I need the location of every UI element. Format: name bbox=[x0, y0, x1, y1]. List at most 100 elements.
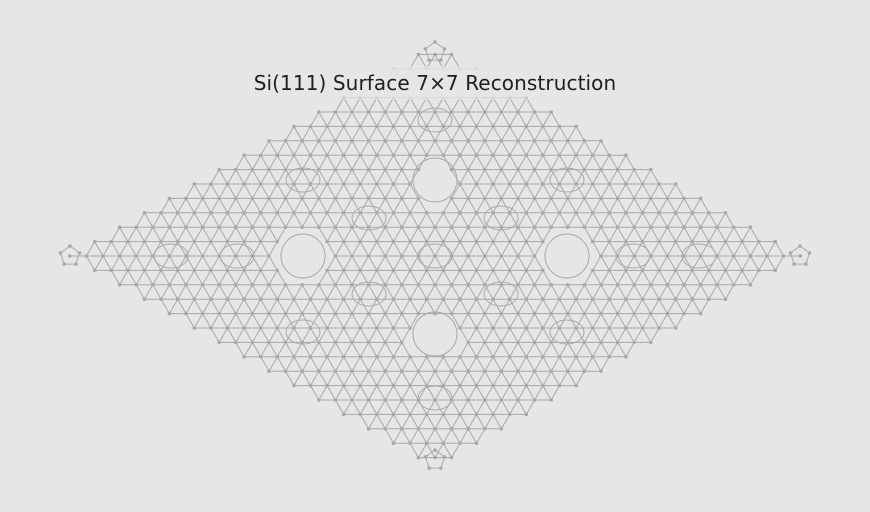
atom-dot bbox=[408, 297, 412, 302]
bond-line bbox=[608, 198, 619, 214]
bond-line bbox=[393, 255, 403, 271]
bond-line bbox=[177, 226, 187, 242]
atom-dot bbox=[400, 225, 404, 229]
bond-line bbox=[476, 270, 486, 286]
atom-dot bbox=[333, 311, 338, 316]
bond-line bbox=[409, 428, 419, 444]
bond-line bbox=[459, 183, 469, 199]
atom-dot bbox=[507, 297, 512, 302]
bond-line bbox=[749, 255, 760, 271]
bond-line bbox=[119, 270, 129, 286]
atom-dot bbox=[416, 398, 421, 402]
bond-line bbox=[451, 126, 461, 142]
bond-line bbox=[260, 212, 270, 228]
atom-dot bbox=[590, 239, 595, 244]
atom-dot bbox=[333, 110, 338, 114]
atom-dot bbox=[400, 369, 404, 374]
bond-line bbox=[467, 97, 477, 113]
atom-dot bbox=[507, 268, 512, 273]
atom-dot bbox=[101, 254, 105, 258]
bond-line bbox=[310, 298, 320, 314]
bond-line bbox=[310, 327, 320, 343]
atom-dot bbox=[723, 239, 728, 244]
bond-line bbox=[451, 414, 461, 430]
bond-line bbox=[318, 298, 328, 314]
bond-line bbox=[160, 198, 170, 214]
atom-dot bbox=[167, 196, 172, 201]
bond-line bbox=[484, 212, 494, 228]
atom-dot bbox=[151, 254, 155, 258]
bond-line bbox=[476, 183, 486, 199]
bond-line bbox=[251, 342, 262, 358]
atom-dot bbox=[483, 311, 487, 316]
atom-dot bbox=[557, 355, 562, 359]
bond-line bbox=[459, 399, 469, 415]
atom-dot bbox=[441, 153, 446, 157]
atom-dot bbox=[333, 167, 338, 172]
bond-line bbox=[368, 327, 378, 343]
bond-line bbox=[583, 169, 594, 185]
bond-line bbox=[658, 255, 668, 271]
bond-line bbox=[542, 169, 552, 185]
bond-line bbox=[368, 111, 378, 127]
atom-dot bbox=[632, 225, 636, 229]
atom-dot bbox=[408, 412, 412, 417]
bond-line bbox=[218, 212, 228, 228]
bond-line bbox=[310, 140, 320, 156]
atom-dot bbox=[557, 182, 562, 186]
bond-line bbox=[476, 414, 486, 430]
atom-dot bbox=[433, 369, 437, 374]
bond-line bbox=[442, 284, 453, 300]
atom-dot bbox=[200, 254, 205, 258]
bond-line bbox=[343, 284, 353, 300]
bond-line bbox=[575, 342, 585, 358]
bond-line bbox=[235, 241, 245, 257]
atom-dot bbox=[242, 211, 246, 215]
atom-dot bbox=[391, 412, 396, 417]
bond-line bbox=[500, 313, 511, 329]
atom-dot bbox=[242, 268, 246, 273]
atom-dot bbox=[433, 110, 437, 114]
bond-line bbox=[617, 270, 627, 286]
bond-line bbox=[193, 198, 204, 214]
bond-line bbox=[492, 140, 502, 156]
bond-line bbox=[492, 356, 502, 372]
bond-line bbox=[343, 356, 353, 372]
bond-line bbox=[675, 212, 685, 228]
atom-dot bbox=[258, 355, 263, 359]
atom-dot bbox=[483, 196, 487, 201]
bond-line bbox=[144, 212, 154, 228]
bond-line bbox=[152, 284, 162, 300]
bond-line bbox=[484, 154, 494, 170]
atom-dot bbox=[383, 167, 388, 172]
atom-dot bbox=[358, 412, 363, 417]
bond-line bbox=[185, 183, 195, 199]
bond-line bbox=[550, 327, 560, 343]
bond-line bbox=[227, 313, 237, 329]
bond-line bbox=[675, 226, 685, 242]
atom-dot bbox=[416, 369, 421, 374]
atom-dot bbox=[234, 254, 238, 258]
bond-line bbox=[583, 342, 594, 358]
bond-line bbox=[451, 111, 461, 127]
bond-line bbox=[442, 442, 453, 458]
bond-line bbox=[517, 140, 527, 156]
atom-dot bbox=[507, 326, 512, 330]
bond-line bbox=[417, 126, 428, 142]
bond-line bbox=[567, 198, 577, 214]
atom-dot bbox=[449, 139, 454, 143]
bond-line bbox=[542, 126, 552, 142]
atom-dot bbox=[217, 225, 221, 229]
atom-dot bbox=[275, 153, 280, 157]
atom-dot bbox=[541, 211, 545, 215]
atom-dot bbox=[366, 369, 371, 374]
atom-dot bbox=[275, 239, 280, 244]
bond-line bbox=[542, 154, 552, 170]
atom-dot bbox=[599, 311, 603, 316]
atom-dot bbox=[317, 311, 321, 316]
bond-line bbox=[384, 385, 394, 401]
bond-line bbox=[658, 270, 668, 286]
bond-line bbox=[285, 327, 295, 343]
atom-dot bbox=[582, 283, 587, 287]
bond-line bbox=[368, 97, 378, 113]
